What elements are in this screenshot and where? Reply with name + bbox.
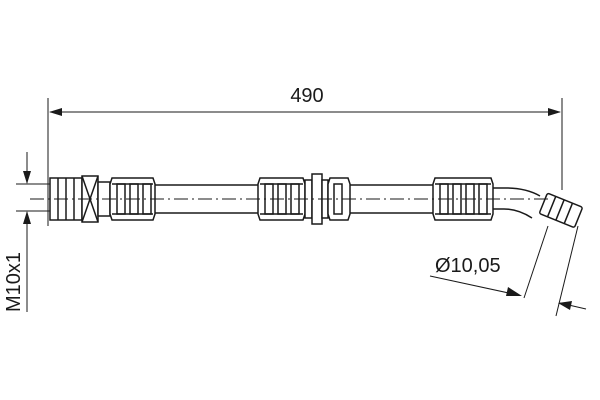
thread-label: M10x1 bbox=[3, 252, 25, 312]
bent-tube-fitting-right bbox=[493, 187, 583, 228]
diameter-dimension: Ø10,05 bbox=[429, 225, 587, 317]
length-dimension: 490 bbox=[47, 85, 563, 226]
hose-tube bbox=[155, 184, 433, 214]
thread-dimension: M10x1 bbox=[3, 152, 52, 312]
length-label: 490 bbox=[290, 85, 323, 107]
diameter-label: Ø10,05 bbox=[435, 255, 501, 277]
